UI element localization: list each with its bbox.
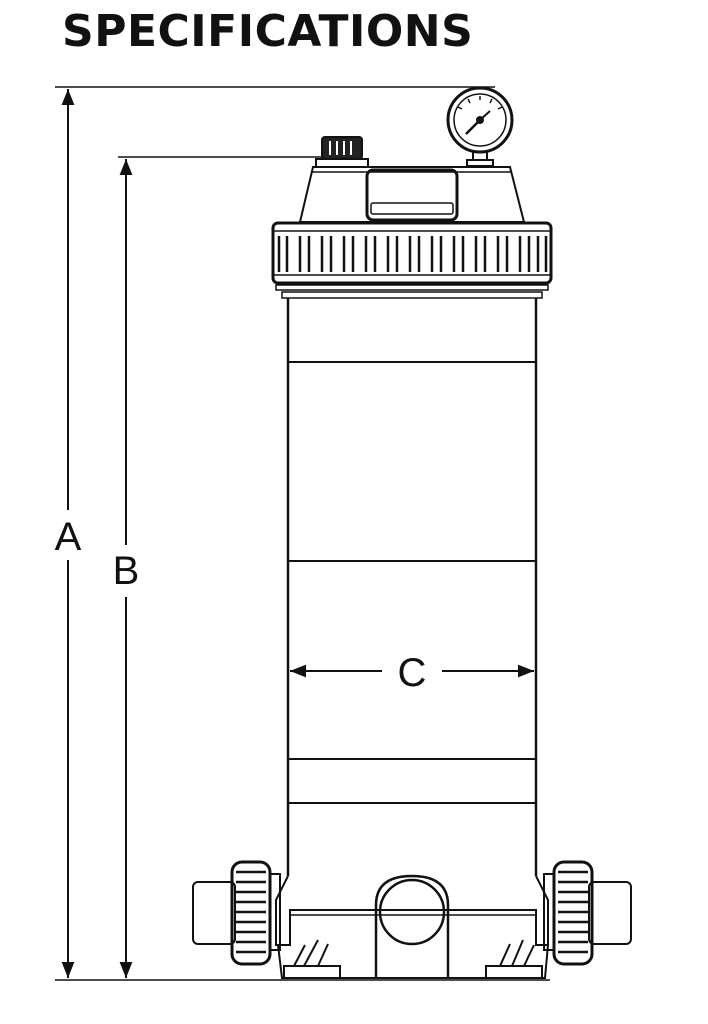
dimension-a [55, 86, 550, 981]
dimension-label-a: A [55, 515, 82, 559]
inlet-union-left [192, 860, 281, 966]
dimension-label-b: B [113, 549, 140, 593]
filter-tank [286, 298, 538, 876]
filter-base [275, 874, 549, 979]
dimension-b [118, 156, 330, 978]
outlet-union-right [543, 860, 632, 966]
air-relief-knob [315, 136, 369, 168]
pressure-gauge [446, 86, 514, 167]
page-title: SPECIFICATIONS [62, 6, 474, 57]
dimension-label-c: C [398, 651, 427, 695]
filter-lid [298, 166, 526, 223]
locking-ring [271, 221, 553, 299]
